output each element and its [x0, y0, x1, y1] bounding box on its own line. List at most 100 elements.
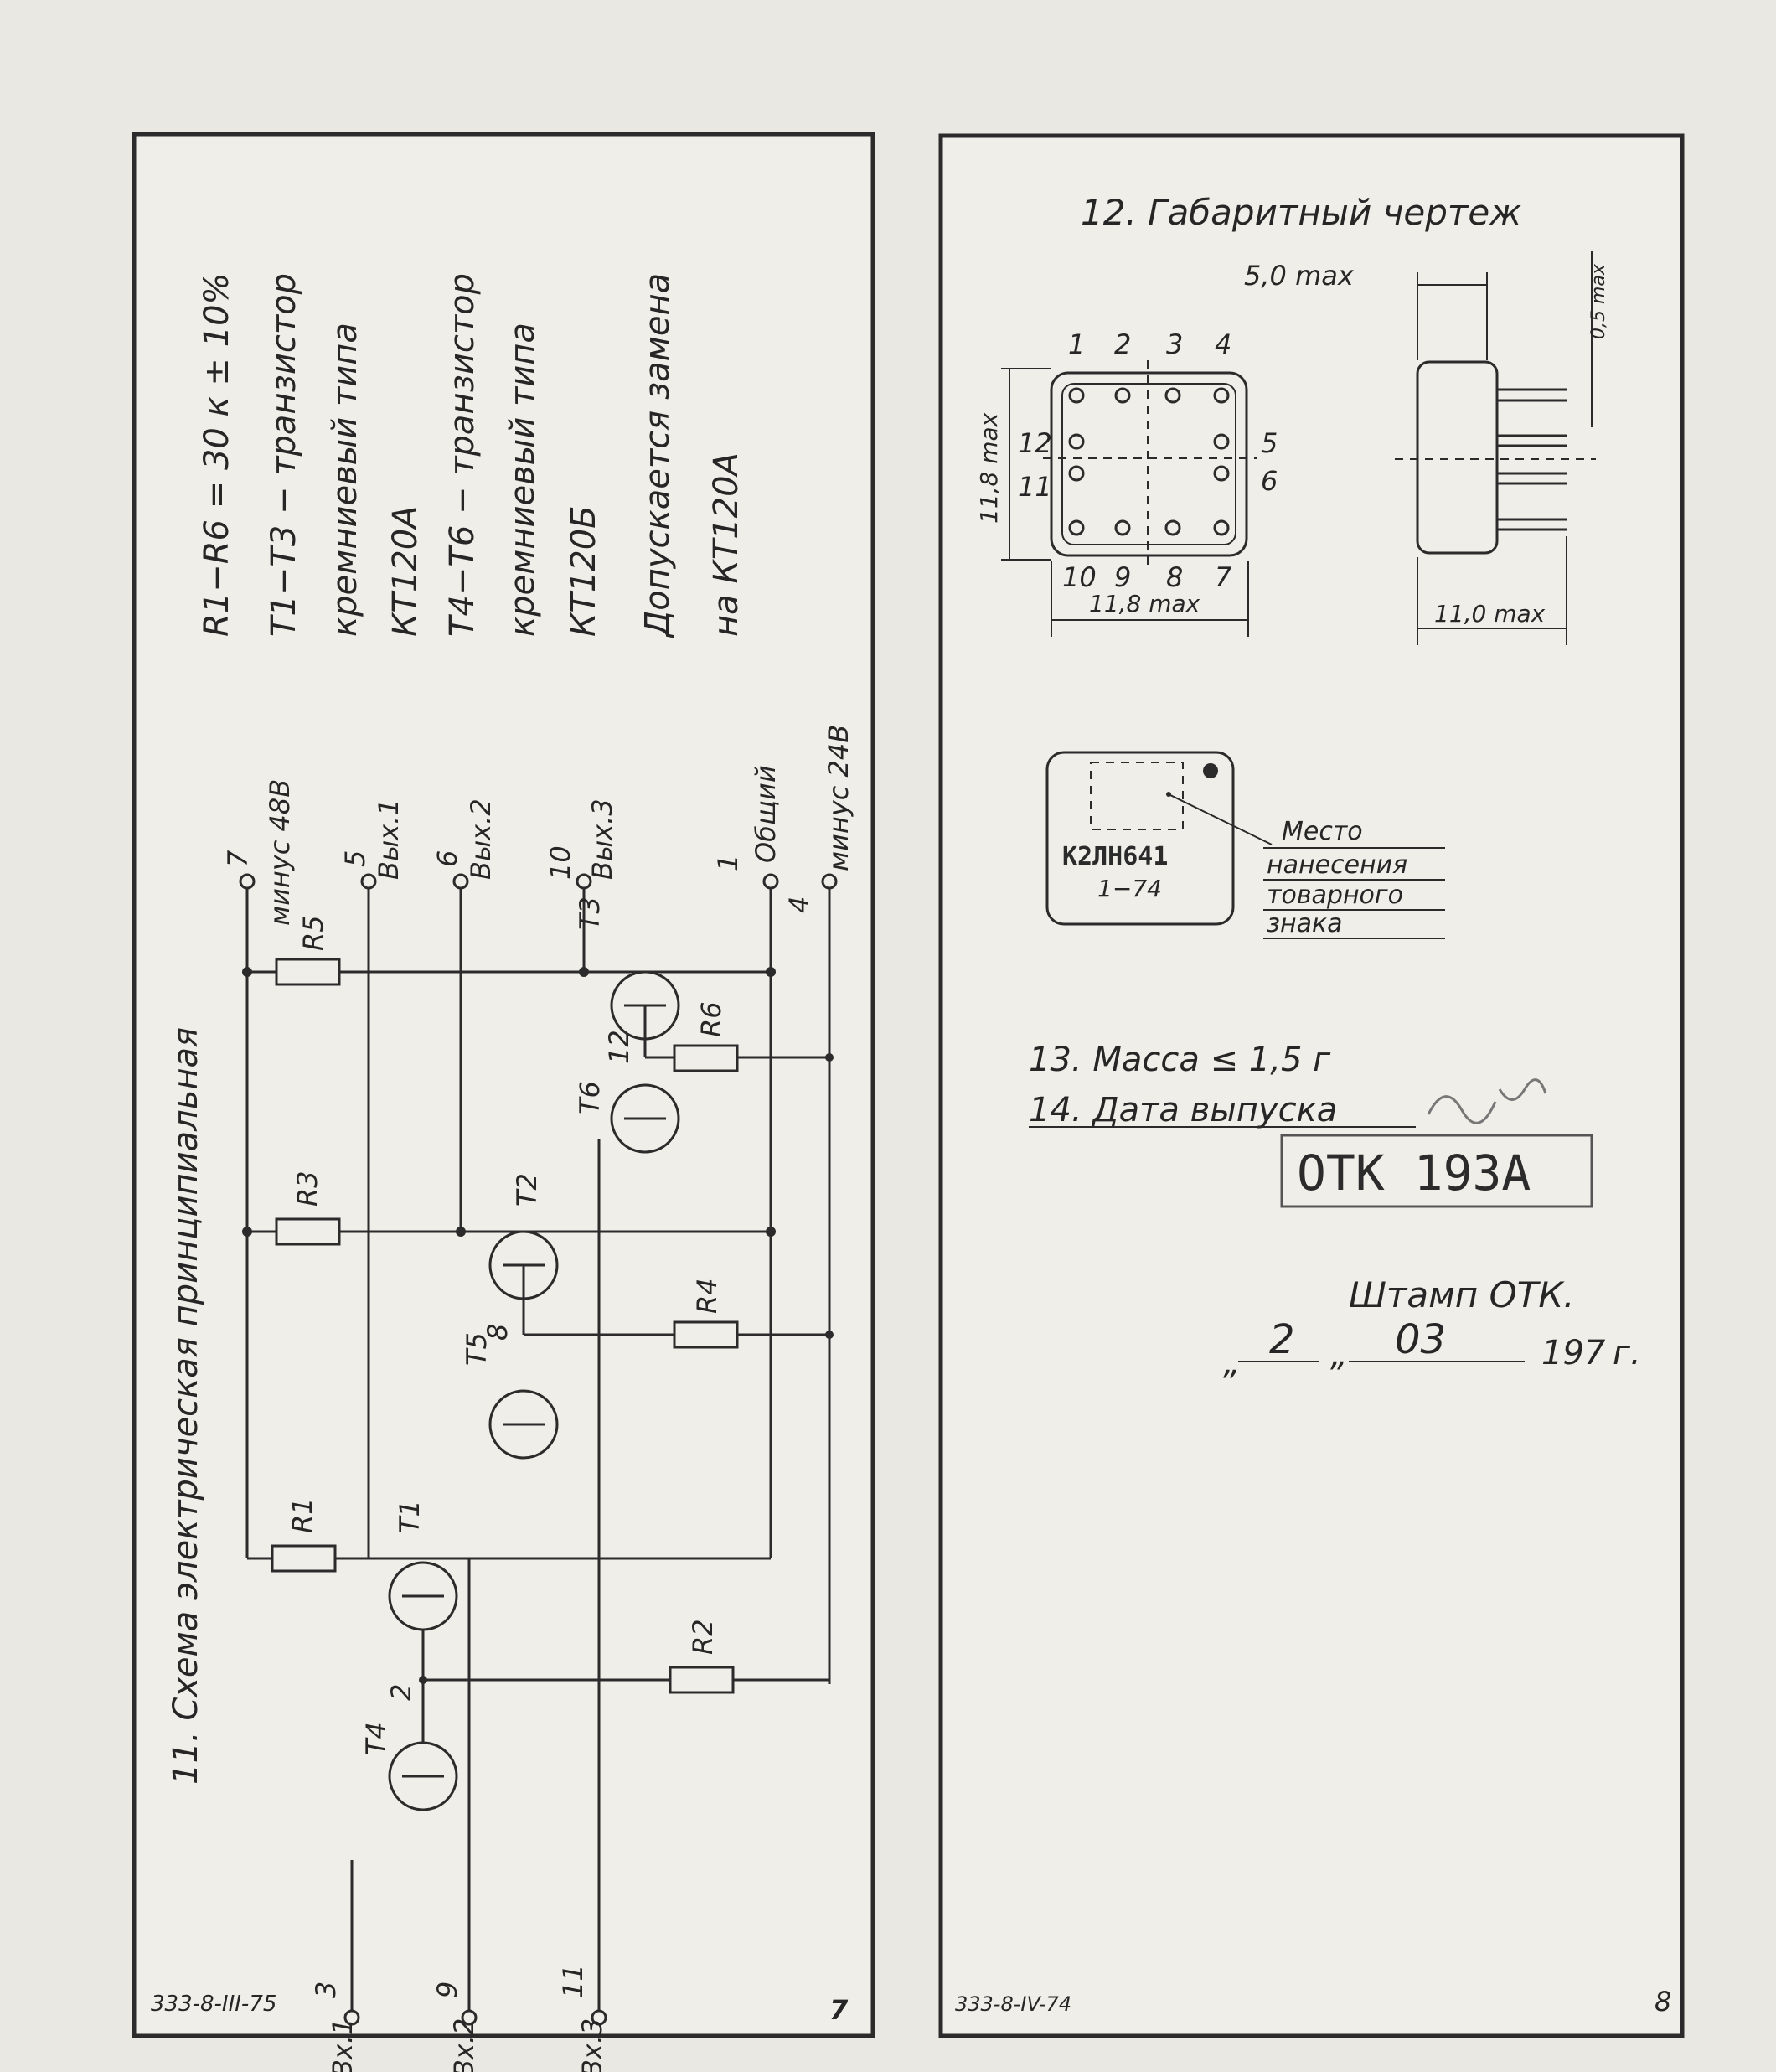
node-label-8: 8: [482, 1324, 514, 1341]
terminal-label-out3: Вых.3: [586, 798, 618, 880]
note-line: кремниевый типа: [326, 323, 364, 637]
terminal-label-in2: Вх.2: [448, 2018, 480, 2072]
left-page-frame: [132, 132, 875, 2038]
callout-line: товарного: [1267, 881, 1403, 910]
callout-line: Место: [1282, 817, 1363, 846]
dimension-top-width: 5,0 max: [1244, 260, 1355, 292]
pin-number: 3: [1166, 328, 1183, 360]
otk-stamp: [1280, 1134, 1593, 1208]
stamp-month: 03: [1395, 1316, 1446, 1363]
label-t5: T5: [461, 1332, 493, 1366]
svg-text:„: „: [1330, 1336, 1348, 1374]
schematic-title: 11. Схема электрическая принципиальная: [167, 1027, 205, 1785]
terminal-pin-number: 3: [310, 1982, 342, 1998]
dimension-profile-width: 11,0 max: [1434, 600, 1546, 628]
pin-number: 9: [1114, 561, 1131, 593]
stamp-year-suffix: г.: [1613, 1334, 1641, 1372]
label-t2: T2: [511, 1173, 543, 1207]
label-t4: T4: [360, 1722, 392, 1755]
marking-plate: [1045, 751, 1273, 926]
stamp-year: 197: [1541, 1334, 1606, 1372]
terminal-pin6: [452, 873, 469, 890]
pin-number: 12: [1018, 427, 1052, 459]
package-profile-view: [1395, 360, 1596, 555]
label-t6: T6: [574, 1081, 606, 1114]
pin-number: 2: [1114, 328, 1131, 360]
terminal-pin1: [762, 873, 779, 890]
stamp-day: 2: [1269, 1316, 1295, 1363]
right-page: 12. Габаритный чертеж 1 2 3 4 5 6 10 9 8: [955, 192, 1671, 2018]
note-line: кремниевый типа: [503, 323, 542, 637]
terminal-pin-number: 4: [783, 896, 815, 913]
label-t3: T3: [574, 896, 606, 930]
terminal-pin7: [239, 873, 256, 890]
pin-number: 5: [1261, 427, 1278, 459]
terminal-pin-number: 1: [712, 855, 744, 871]
pin-number: 4: [1215, 328, 1231, 360]
package-top-view: [1043, 360, 1257, 570]
dimension-bottom-width: 11,8 max: [1089, 590, 1200, 617]
terminal-pin-number: 6: [431, 850, 463, 867]
resistor-r5: [275, 958, 341, 986]
note-line: R1−R6 = 30 к ± 10%: [198, 272, 236, 637]
stamp-caption: Штамп ОТК.: [1349, 1274, 1575, 1315]
terminal-pin5: [360, 873, 377, 890]
svg-text:„: „: [1223, 1344, 1241, 1382]
resistor-r3: [275, 1217, 341, 1246]
pin-number: 1: [1068, 328, 1085, 360]
note-line: КТ120Б: [565, 505, 603, 637]
signature-scribble: [1427, 1078, 1547, 1124]
dimension-side-height: 11,8 max: [975, 412, 1003, 524]
pin-number: 11: [1018, 471, 1052, 503]
terminal-label-minus24: минус 24В: [823, 725, 854, 871]
left-footer-code: 333-8-III-75: [151, 1992, 276, 2017]
release-date-label: 14. Дата выпуска: [1029, 1091, 1337, 1129]
marking-date-code: 1−74: [1097, 875, 1162, 902]
callout-line: нанесения: [1267, 850, 1407, 880]
dimension-pin-pitch: 0,5 max: [1588, 263, 1609, 339]
resistor-r6: [673, 1044, 739, 1072]
terminal-pin-number: 7: [222, 850, 254, 867]
terminal-pin-number: 5: [339, 850, 371, 867]
terminal-pin-number: 9: [431, 1982, 463, 1998]
terminal-pin11: [591, 2009, 607, 2026]
pin-number: 8: [1166, 561, 1183, 593]
label-r4: R4: [691, 1278, 723, 1314]
mass-line: 13. Масса ≤ 1,5 г: [1029, 1041, 1331, 1079]
right-footer-code: 333-8-IV-74: [955, 1992, 1071, 2016]
node-label-2: 2: [385, 1684, 417, 1701]
terminal-label-out1: Вых.1: [373, 798, 405, 880]
left-page: 11. Схема электрическая принципиальная R…: [151, 272, 854, 2072]
node-label-12: 12: [603, 1030, 635, 1064]
marking-part-number: К2ЛН641: [1062, 842, 1168, 871]
label-r6: R6: [695, 1001, 727, 1037]
resistor-r4: [673, 1320, 739, 1349]
label-t1: T1: [394, 1500, 426, 1533]
note-line: на КТ120А: [707, 452, 746, 637]
terminal-label-out2: Вых.2: [465, 798, 497, 880]
note-line: КТ120А: [386, 505, 425, 637]
label-r5: R5: [297, 915, 329, 951]
terminal-pin9: [461, 2009, 478, 2026]
note-line: Допускается замена: [638, 273, 677, 638]
left-page-number: 7: [829, 1994, 849, 2026]
pin-number: 7: [1215, 561, 1232, 593]
terminal-label-in3: Вх.3: [576, 2018, 608, 2072]
terminal-pin-number: 11: [557, 1964, 589, 1998]
resistor-r1: [271, 1544, 337, 1573]
pin-number: 6: [1261, 465, 1278, 497]
right-page-number: 8: [1655, 1986, 1671, 2018]
note-line: T1−T3 − транзистор: [265, 273, 303, 637]
otk-stamp-text: ОТК 193А: [1297, 1145, 1531, 1201]
label-r2: R2: [687, 1619, 719, 1655]
terminal-pin-number: 10: [545, 845, 576, 880]
pin-number: 10: [1062, 561, 1097, 593]
callout-line: знака: [1267, 909, 1342, 938]
note-line: T4−T6 − транзистор: [443, 273, 482, 637]
dimension-drawing-title: 12. Габаритный чертеж: [1081, 192, 1521, 233]
label-r3: R3: [292, 1170, 323, 1207]
resistor-r2: [669, 1666, 735, 1694]
terminal-label-common: Общий: [750, 765, 782, 863]
terminal-pin10: [576, 873, 592, 890]
